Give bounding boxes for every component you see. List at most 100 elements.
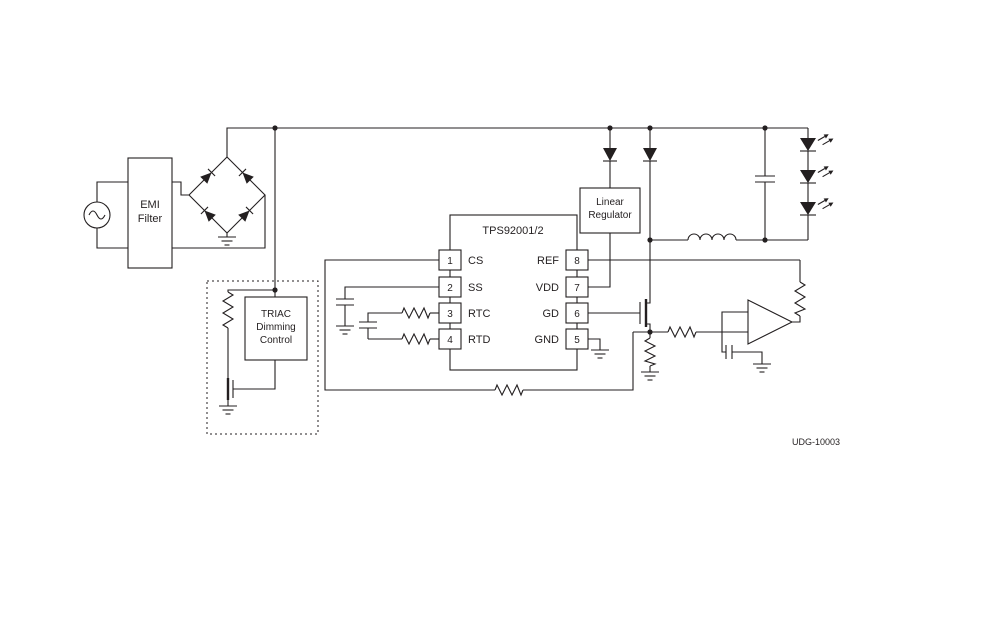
resistor-symbol xyxy=(221,291,235,329)
emi-filter-block: EMI Filter xyxy=(127,157,173,269)
wire xyxy=(721,311,748,353)
pin-label-cs: CS xyxy=(468,255,483,267)
pin-label-ss: SS xyxy=(468,282,483,294)
opamp xyxy=(747,299,794,345)
triac-dimmer-section: TRIAC Dimming Control xyxy=(206,280,319,435)
emi-filter-box xyxy=(127,157,173,269)
led-symbol xyxy=(800,134,834,152)
pin-label-rtc: RTC xyxy=(468,308,490,320)
resistor-symbol-rtd xyxy=(401,332,431,346)
wire xyxy=(96,228,128,249)
ss-capacitor xyxy=(336,298,354,306)
wire-vdd xyxy=(588,233,611,288)
linear-regulator-block: Linear Regulator xyxy=(579,187,641,234)
wires xyxy=(96,127,809,406)
wire xyxy=(172,181,189,196)
dimmer-mosfet xyxy=(226,378,234,400)
wire-top-rail xyxy=(226,127,808,157)
ground-symbol xyxy=(591,349,609,359)
triac-dimming-label: Dimming xyxy=(256,322,295,333)
bridge-rectifier xyxy=(188,156,266,234)
ac-source-circle xyxy=(83,201,111,229)
resistor-symbol-sense xyxy=(643,337,657,367)
linear-regulator-label: Regulator xyxy=(588,210,632,221)
resistor-symbol-feedback xyxy=(793,281,807,317)
freewheel-diode xyxy=(643,148,657,162)
pin-label-gnd: GND xyxy=(535,334,560,346)
led-arrows-icon xyxy=(817,166,834,178)
led-symbol xyxy=(800,166,834,184)
emi-filter-label: Filter xyxy=(138,213,163,225)
diode-symbol xyxy=(238,206,254,222)
pin-box-2 xyxy=(438,276,462,298)
wire xyxy=(96,181,128,202)
pin-number: 3 xyxy=(447,309,453,320)
pin-number: 4 xyxy=(447,335,453,346)
wire-cs xyxy=(523,332,634,391)
wire-drain xyxy=(646,240,651,304)
ic-body xyxy=(449,214,578,371)
pin-box-8 xyxy=(565,249,589,271)
ic-tps92001: TPS92001/2 1 2 3 4 8 7 6 5 CS SS RTC RTD… xyxy=(438,214,589,371)
resistor-symbol-cs xyxy=(494,383,524,397)
junction-dot xyxy=(607,125,613,131)
emi-filter-label: EMI xyxy=(140,199,160,211)
sine-wave-icon xyxy=(88,210,106,220)
junction-dot xyxy=(762,125,768,131)
junction-dot xyxy=(647,237,653,243)
diode-symbol xyxy=(200,168,216,184)
pin-box-6 xyxy=(565,302,589,324)
resistor-symbol-rtc xyxy=(401,306,431,320)
regulator-diode xyxy=(603,148,617,162)
pin-label-gd: GD xyxy=(543,308,560,320)
wire-gnd xyxy=(588,338,601,350)
linear-regulator-box xyxy=(579,187,641,234)
junction-dot xyxy=(762,237,768,243)
pin-number: 1 xyxy=(447,256,453,267)
linear-regulator-label: Linear xyxy=(596,197,624,208)
inductor xyxy=(687,233,737,241)
pin-label-ref: REF xyxy=(537,255,559,267)
pin-number: 7 xyxy=(574,283,580,294)
triac-dimming-box xyxy=(244,296,308,361)
pin-label-vdd: VDD xyxy=(536,282,559,294)
junction-dot xyxy=(647,125,653,131)
bridge-diamond xyxy=(188,156,266,234)
pin-box-3 xyxy=(438,302,462,324)
pin-label-rtd: RTD xyxy=(468,334,490,346)
wire xyxy=(732,351,763,364)
wire-cs xyxy=(324,259,495,391)
ground-symbol xyxy=(641,371,659,381)
wire xyxy=(227,289,275,292)
diode-symbol xyxy=(238,168,254,184)
junction-dot xyxy=(647,329,653,335)
pin-number: 8 xyxy=(574,256,580,267)
ic-title: TPS92001/2 xyxy=(482,225,543,237)
pin-number: 5 xyxy=(574,335,580,346)
timing-capacitor xyxy=(359,321,377,329)
ac-source xyxy=(83,201,111,229)
ground-symbol xyxy=(219,405,237,415)
wire-opamp-out xyxy=(792,316,801,323)
power-mosfet xyxy=(639,299,648,327)
dimmer-boundary-box xyxy=(206,280,319,435)
pin-box-1 xyxy=(438,249,462,271)
wire-ss xyxy=(344,286,439,299)
wire xyxy=(367,312,402,322)
pin-box-4 xyxy=(438,328,462,350)
resistor-symbol-opamp-in xyxy=(667,325,697,339)
ground-symbol xyxy=(218,236,236,246)
pin-number: 6 xyxy=(574,309,580,320)
junction-dot xyxy=(272,125,278,131)
figure-number: UDG-10003 xyxy=(792,437,840,447)
diode-symbol xyxy=(200,206,216,222)
ground-symbol xyxy=(753,363,771,373)
wire xyxy=(233,360,276,390)
wire xyxy=(172,195,266,249)
pin-box-5 xyxy=(565,328,589,350)
triac-dimming-label: TRIAC xyxy=(261,309,291,320)
ground-symbol xyxy=(336,325,354,335)
output-capacitor xyxy=(755,175,775,183)
